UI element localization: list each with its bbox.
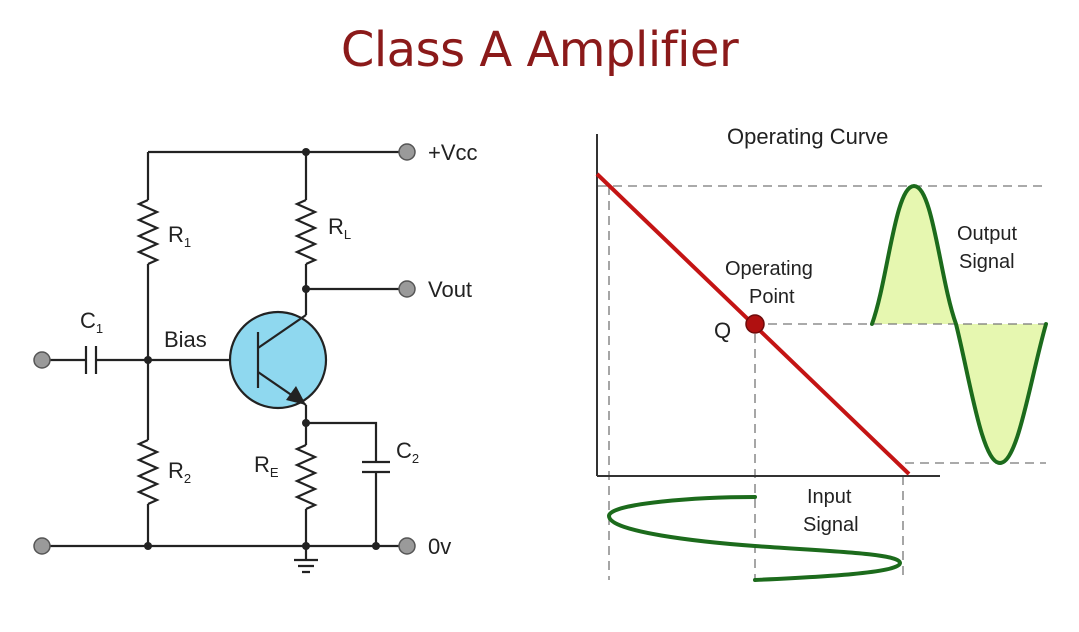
ground-terminal (398, 537, 416, 555)
junction-dot (302, 285, 310, 293)
emitter-arrow-icon (286, 386, 306, 405)
input-signal-wave (606, 495, 903, 582)
vcc-label: +Vcc (428, 140, 478, 165)
r1-label: R1 (168, 222, 191, 250)
resistor-re (294, 443, 318, 511)
c2-wire-top (306, 421, 378, 462)
c2-label: C2 (396, 438, 419, 466)
bias-label: Bias (164, 327, 207, 352)
operating-point-label-line1: Operating (725, 258, 813, 280)
input-signal-label-line1: Input (807, 486, 852, 508)
circuit-schematic: +Vcc Vout 0v Bias R1 R2 RL RE C1 C2 (33, 140, 478, 574)
resistor-r1 (136, 198, 160, 266)
resistor-rl (294, 198, 318, 266)
junction-dot (302, 419, 310, 427)
vout-label: Vout (428, 277, 472, 302)
capacitor-c1-plates (84, 346, 98, 374)
input-signal-label-line2: Signal (803, 514, 859, 536)
operating-curve-label: Operating Curve (727, 124, 888, 149)
junction-dot (302, 148, 310, 156)
transistor-collector (257, 314, 307, 349)
junction-dot (144, 542, 152, 550)
vcc-terminal (398, 143, 416, 161)
r2-label: R2 (168, 458, 191, 486)
re-label: RE (254, 452, 279, 480)
vout-terminal (398, 280, 416, 298)
output-signal-fill-bottom (956, 324, 1046, 463)
c1-label: C1 (80, 308, 103, 336)
page-title: Class A Amplifier (340, 22, 739, 78)
operating-point-label-line2: Point (749, 286, 795, 308)
junction-dot (144, 356, 152, 364)
junction-dot (372, 542, 380, 550)
ground-label: 0v (428, 534, 451, 559)
junction-dot (302, 542, 310, 550)
ground-symbol (294, 558, 318, 574)
input-terminal (33, 351, 51, 369)
output-signal-fill-top (872, 186, 956, 324)
transistor-body (228, 310, 328, 410)
input-ground-terminal (33, 537, 51, 555)
q-point-marker (745, 314, 765, 334)
q-label: Q (714, 318, 731, 343)
resistor-r2 (136, 438, 160, 506)
operating-graph: Operating Curve Operating Point Q Output… (595, 124, 1048, 582)
output-signal-label-line1: Output (957, 223, 1017, 245)
rl-label: RL (328, 214, 351, 242)
output-signal-wave (870, 183, 1048, 466)
output-signal-label-line2: Signal (959, 251, 1015, 273)
